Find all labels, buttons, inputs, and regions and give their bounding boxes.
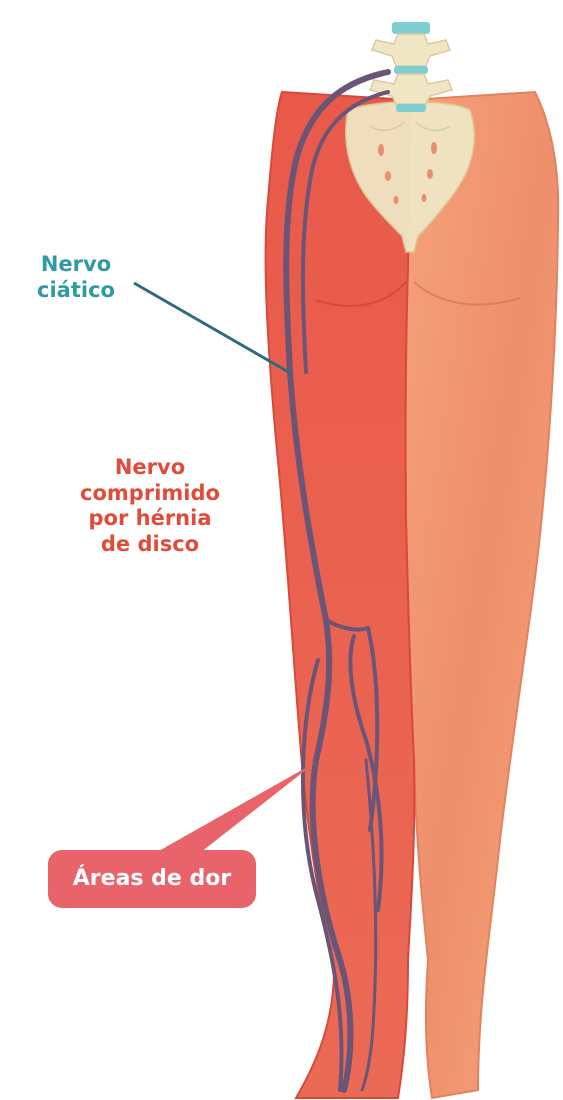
healthy-leg bbox=[406, 92, 559, 1098]
sacral-foramen bbox=[422, 194, 427, 202]
pain-callout-pointer bbox=[150, 762, 316, 856]
sciatic-label-line: ciático bbox=[24, 278, 128, 304]
compressed-label-line: por hérnia bbox=[50, 506, 250, 532]
sciatic-label-line: Nervo bbox=[24, 252, 128, 278]
sciatic-nerve-label: Nervo ciático bbox=[24, 252, 128, 303]
pain-areas-badge: Áreas de dor bbox=[48, 850, 256, 908]
compressed-label-line: Nervo bbox=[50, 455, 250, 481]
sacral-foramen bbox=[385, 171, 391, 181]
compressed-nerve-label: Nervo comprimido por hérnia de disco bbox=[50, 455, 250, 557]
compressed-label-line: de disco bbox=[50, 532, 250, 558]
compressed-label-line: comprimido bbox=[50, 481, 250, 507]
sacral-foramen bbox=[431, 142, 437, 154]
sacral-foramen bbox=[427, 169, 433, 179]
sacral-foramen bbox=[394, 196, 399, 204]
sacral-foramen bbox=[378, 144, 384, 156]
